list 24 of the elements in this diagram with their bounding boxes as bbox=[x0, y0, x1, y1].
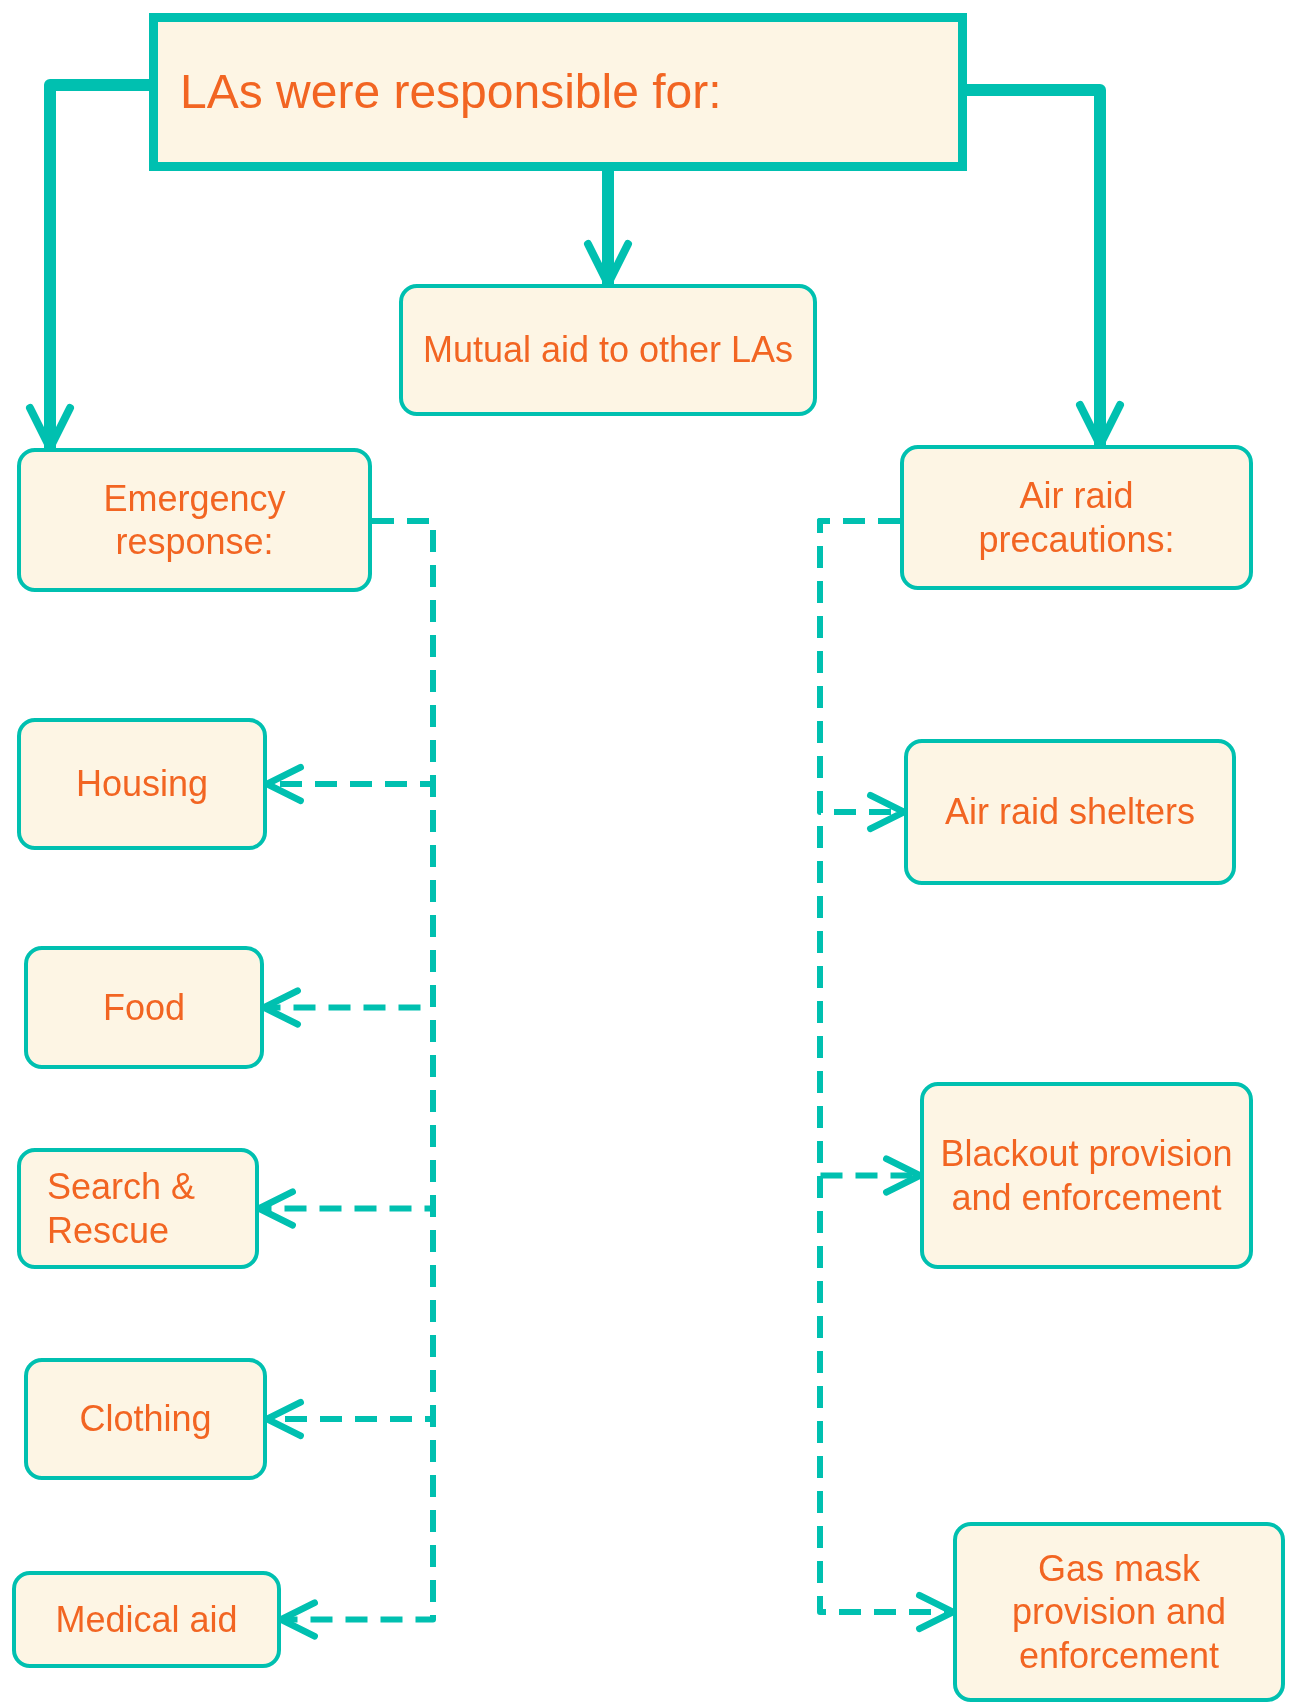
process-box bbox=[900, 445, 1253, 590]
process-box bbox=[24, 946, 264, 1069]
process-box bbox=[17, 1148, 259, 1269]
box-label: Clothing bbox=[79, 1397, 212, 1441]
process-box bbox=[904, 739, 1236, 885]
process-box bbox=[17, 718, 267, 850]
box-label: Gas mask provision and enforcement bbox=[1010, 1547, 1228, 1677]
process-box bbox=[12, 1571, 281, 1668]
process-box bbox=[24, 1358, 267, 1480]
box-label: LAs were responsible for: bbox=[180, 64, 722, 121]
box-label: Food bbox=[102, 985, 186, 1030]
box-label: Air raid precautions: bbox=[977, 474, 1176, 561]
box-label: Blackout provision and enforcement bbox=[939, 1132, 1234, 1219]
title-box bbox=[149, 13, 967, 171]
process-box bbox=[953, 1522, 1285, 1702]
box-label: Housing bbox=[75, 762, 209, 806]
box-label: Search & Rescue bbox=[47, 1165, 197, 1252]
box-label: Medical aid bbox=[55, 1597, 238, 1642]
box-label: Air raid shelters bbox=[944, 790, 1196, 834]
box-label: Mutual aid to other LAs bbox=[422, 328, 794, 372]
box-label: Emergency response: bbox=[102, 476, 287, 564]
process-box bbox=[17, 448, 372, 592]
process-box bbox=[920, 1082, 1253, 1269]
process-box bbox=[399, 284, 817, 416]
